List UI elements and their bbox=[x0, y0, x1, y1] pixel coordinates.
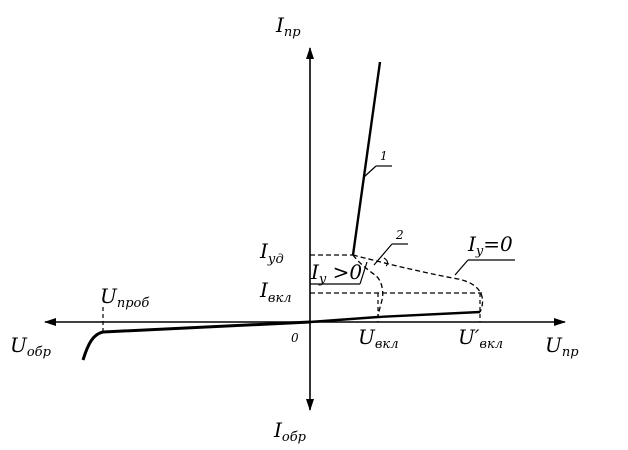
label-curve-1: 1 bbox=[380, 149, 388, 163]
curve-2-angle-arc bbox=[383, 257, 389, 267]
curve-1-leader bbox=[363, 165, 377, 178]
label-curve-2: 2 bbox=[395, 228, 404, 242]
axis-label-u-forward: Uпр bbox=[545, 333, 579, 360]
label-u-on-prime: U′вкл bbox=[458, 325, 503, 352]
label-iy-zero: Iy=0 bbox=[467, 232, 513, 259]
reverse-branch-curve bbox=[81, 320, 311, 361]
curve-2-leader bbox=[373, 243, 393, 266]
axis-label-u-reverse: Uобр bbox=[10, 333, 52, 360]
label-u-on: Uвкл bbox=[358, 325, 398, 352]
label-i-on: Iвкл bbox=[259, 278, 292, 306]
label-u-breakdown: Uпроб bbox=[100, 284, 149, 311]
iy-pos-leader bbox=[359, 261, 368, 285]
origin-label: 0 bbox=[291, 331, 299, 345]
iy-zero-leader bbox=[454, 259, 469, 276]
label-iy-positive: Iy >0 bbox=[310, 260, 362, 287]
curve-iy-zero-dashed bbox=[352, 254, 484, 313]
curve-1-on-state bbox=[351, 61, 382, 256]
label-i-hold: Iуд bbox=[259, 239, 284, 267]
curve-iy-pos-dashed bbox=[352, 254, 384, 318]
forward-off-branch bbox=[309, 310, 481, 324]
axis-label-i-reverse: Iобр bbox=[273, 418, 307, 445]
axis-label-i-forward: Iпр bbox=[275, 13, 301, 40]
